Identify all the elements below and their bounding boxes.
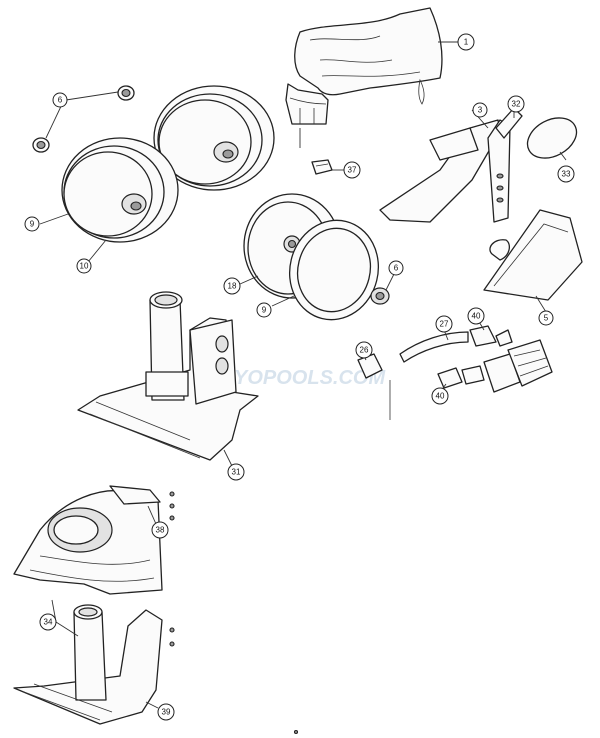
callout-6-upper: 6 [52,92,68,108]
callout-31: 31 [227,463,245,481]
svg-text:9: 9 [30,220,35,229]
callout-40-top: 40 [467,307,485,325]
svg-text:18: 18 [228,282,237,291]
lower-body [13,604,175,725]
callout-38: 38 [151,521,169,539]
svg-text:6: 6 [394,264,399,273]
callout-37: 37 [343,161,361,179]
callout-10: 10 [76,258,92,274]
clip-part [311,159,333,175]
svg-text:26: 26 [360,346,369,355]
bearing-pair-upper [32,85,135,153]
wheel-assembly-middle [243,193,390,321]
svg-text:37: 37 [348,166,357,175]
callout-33: 33 [557,165,575,183]
bottom-dot [293,729,299,735]
watermark: INYOPOOLS.COM [214,367,386,389]
debris-bag [285,7,443,125]
callout-9-upper: 9 [24,216,40,232]
svg-text:33: 33 [562,170,571,179]
hose-and-diaphragm [357,325,553,420]
svg-text:39: 39 [162,708,171,717]
cleaner-body-base [77,291,259,461]
svg-text:27: 27 [440,320,449,329]
callout-40-bottom: 40 [431,387,449,405]
svg-text:5: 5 [544,314,549,323]
svg-text:3: 3 [478,106,483,115]
svg-text:1: 1 [464,38,469,47]
callout-1: 1 [457,33,475,51]
svg-text:6: 6 [58,96,63,105]
callout-26: 26 [355,341,373,359]
callout-32: 32 [507,95,525,113]
svg-text:40: 40 [436,392,445,401]
svg-text:34: 34 [44,618,53,627]
callout-5: 5 [538,310,554,326]
svg-text:9: 9 [262,306,267,315]
top-cover [13,485,175,595]
hose-swivel-assembly [379,107,583,301]
callout-18: 18 [223,277,241,295]
svg-text:32: 32 [512,100,521,109]
callout-6-middle: 6 [388,260,404,276]
callout-39: 39 [157,703,175,721]
wheel-pair [61,85,275,243]
callout-9-middle: 9 [256,302,272,318]
svg-text:31: 31 [232,468,241,477]
svg-text:38: 38 [156,526,165,535]
svg-text:40: 40 [472,312,481,321]
svg-text:10: 10 [80,262,89,271]
callout-27: 27 [435,315,453,333]
callout-3: 3 [472,102,488,118]
callout-34: 34 [39,613,57,631]
